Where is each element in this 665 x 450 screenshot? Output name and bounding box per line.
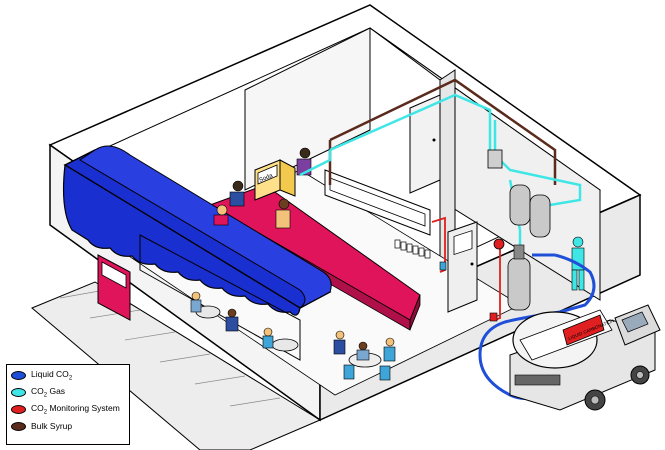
legend-swatch-co2-monitoring	[11, 404, 26, 414]
delivery-truck: LIQUID CARBONATION	[509, 304, 661, 411]
awning	[62, 145, 332, 316]
syrup-line	[329, 78, 557, 185]
legend-label-co2-gas: CO	[31, 385, 44, 396]
legend-item-bulk-syrup: Bulk Syrup	[11, 419, 125, 433]
sidewalk-joints	[59, 289, 281, 407]
co2-tanks	[507, 184, 551, 311]
alarm-light	[493, 238, 505, 250]
legend-label-liquid-co2: Liquid CO	[31, 368, 69, 379]
back-door	[409, 94, 441, 194]
soda-dispenser: Soda	[254, 159, 296, 201]
diners-window	[190, 291, 299, 352]
people-counter	[213, 147, 312, 229]
sensor-box	[439, 261, 447, 271]
soda-sign: Soda	[259, 173, 275, 184]
legend-swatch-co2-gas	[11, 387, 26, 397]
front-window	[139, 234, 301, 361]
control-box	[487, 149, 503, 169]
diners-table	[333, 330, 396, 381]
truck-sign	[562, 314, 605, 346]
sidewalk	[31, 281, 322, 450]
legend: Liquid CO2 CO2 Gas CO2 Monitoring System…	[6, 364, 130, 445]
legend-item-liquid-co2: Liquid CO2	[11, 368, 125, 382]
monitoring-line	[431, 216, 446, 273]
interior-left-wall	[244, 27, 371, 191]
legend-item-co2-gas: CO2 Gas	[11, 385, 125, 399]
cups	[394, 239, 431, 259]
legend-swatch-bulk-syrup	[11, 421, 26, 431]
legend-item-co2-monitoring: CO2 Monitoring System	[11, 402, 125, 416]
legend-swatch-liquid-co2	[11, 370, 26, 380]
legend-label-co2-monitoring: CO	[31, 402, 44, 413]
legend-label-bulk-syrup: Bulk Syrup	[31, 421, 73, 431]
